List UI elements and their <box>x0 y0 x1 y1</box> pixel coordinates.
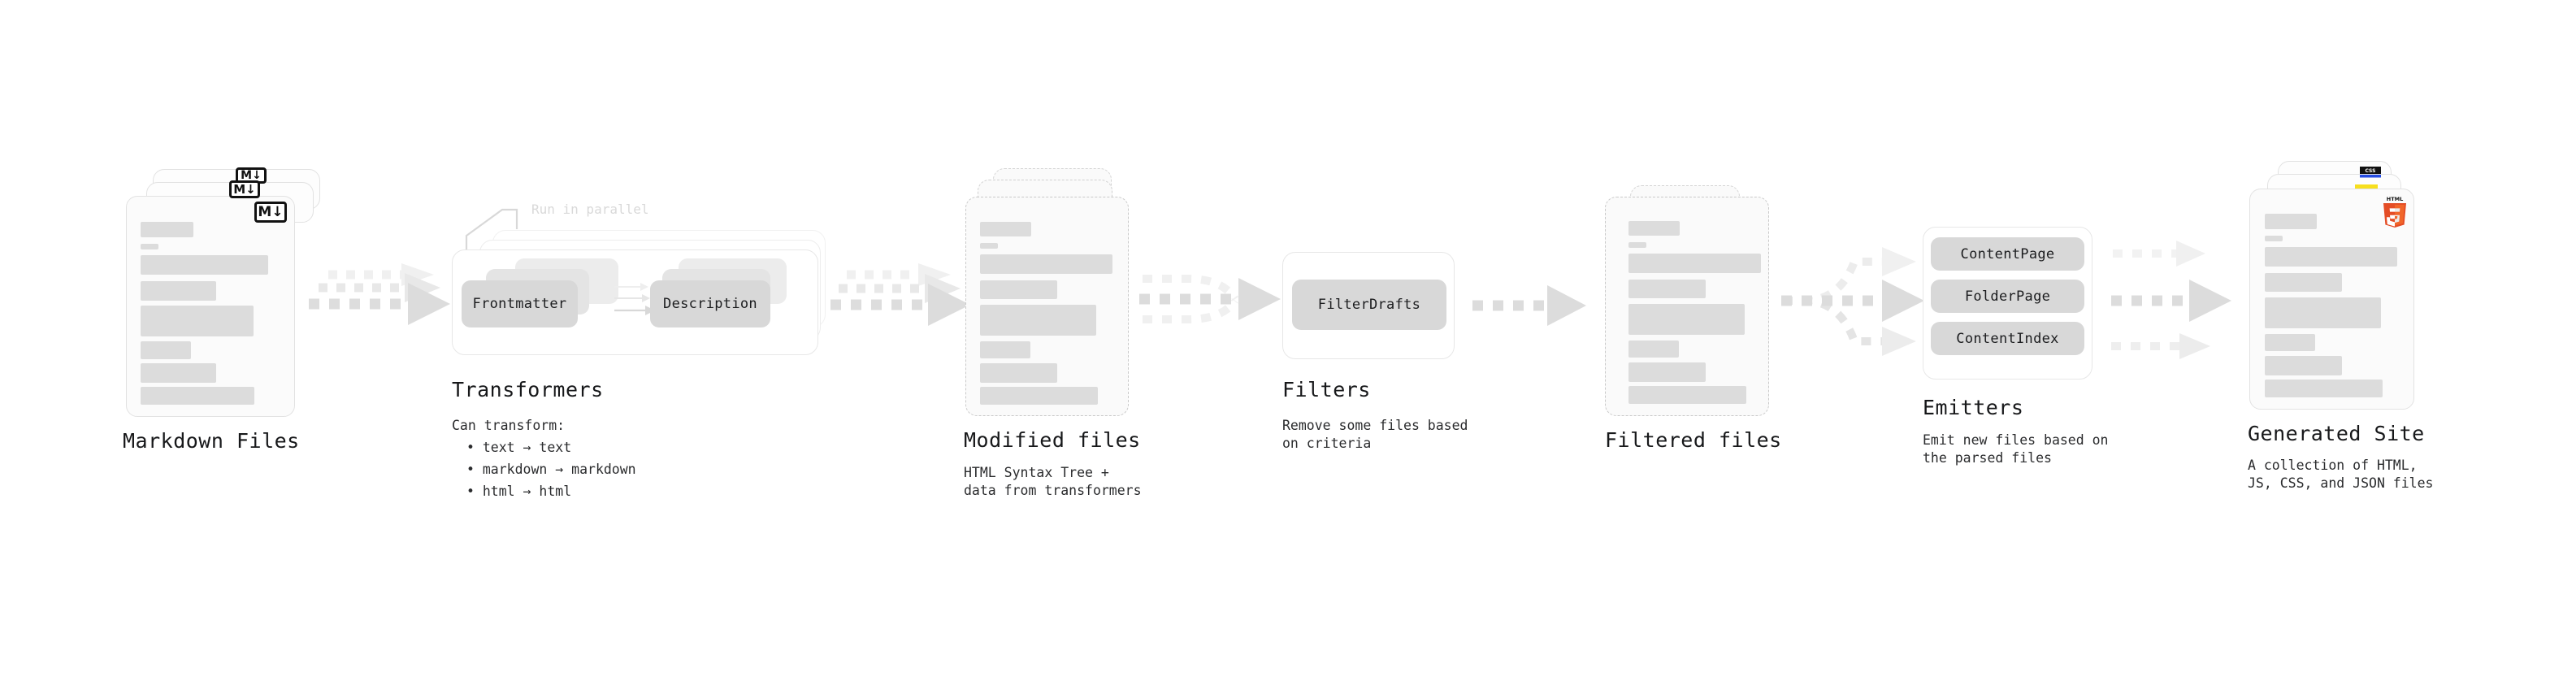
filters-description: Remove some files based on criteria <box>1282 418 1468 451</box>
skeleton-bar <box>1628 242 1646 248</box>
skeleton-bar <box>141 363 216 383</box>
skeleton-bar <box>2265 334 2315 351</box>
transformers-bullet-1: • markdown → markdown <box>466 462 636 477</box>
skeleton-bar <box>980 341 1030 358</box>
skeleton-bar <box>141 387 254 405</box>
connector-emitters-to-site <box>2111 241 2231 359</box>
skeleton-bar <box>2265 380 2383 397</box>
skeleton-bar <box>2265 247 2397 267</box>
transformers-description: Can transform: <box>452 418 566 433</box>
emitters-description: Emit new files based on the parsed files <box>1923 432 2109 466</box>
skeleton-bar <box>1628 386 1746 404</box>
stage-title-markdown-files: Markdown Files <box>123 429 300 453</box>
transformers-bullet-2: • html → html <box>466 484 572 499</box>
skeleton-bar <box>1628 221 1680 236</box>
transformer-chip-description[interactable]: Description <box>650 280 770 327</box>
skeleton-bar <box>980 280 1057 299</box>
skeleton-bar <box>980 305 1096 336</box>
connector-filters-to-filtered <box>1472 285 1586 326</box>
stage-title-transformers: Transformers <box>452 378 604 401</box>
modified-files-description: HTML Syntax Tree + data from transformer… <box>964 465 1142 498</box>
skeleton-bar <box>980 222 1031 236</box>
skeleton-bar <box>141 341 191 359</box>
skeleton-bar <box>2265 273 2342 292</box>
stage-title-filtered-files: Filtered files <box>1605 428 1782 452</box>
skeleton-bar <box>980 254 1112 274</box>
html5-icon: HTML <box>2383 196 2406 228</box>
emitter-chip-folderpage[interactable]: FolderPage <box>1931 280 2084 313</box>
run-in-parallel-bracket <box>465 208 518 262</box>
stage-title-modified-files: Modified files <box>964 428 1141 452</box>
skeleton-bar <box>1628 340 1679 358</box>
skeleton-bar <box>141 244 158 249</box>
connector-transformers-to-modified <box>830 263 970 326</box>
skeleton-bar <box>1628 304 1745 335</box>
stage-title-generated-site: Generated Site <box>2248 422 2425 445</box>
connector-md-to-transformers <box>309 263 450 325</box>
connector-filtered-to-emitters <box>1781 247 1924 356</box>
skeleton-bar <box>980 363 1057 383</box>
skeleton-bar <box>2265 214 2317 229</box>
filter-chip-filterdrafts[interactable]: FilterDrafts <box>1292 280 1446 330</box>
connector-modified-to-filters <box>1139 275 1281 323</box>
markdown-icon: M↓ <box>254 202 287 223</box>
skeleton-bar <box>980 243 998 249</box>
stage-title-filters: Filters <box>1282 378 1371 401</box>
skeleton-bar <box>2265 297 2381 328</box>
css3-icon: CSS <box>2360 167 2381 178</box>
skeleton-bar <box>1628 280 1706 298</box>
skeleton-bar <box>2265 356 2342 375</box>
skeleton-bar <box>2265 236 2283 241</box>
skeleton-bar <box>141 255 268 275</box>
skeleton-bar <box>980 387 1098 405</box>
transformers-bullet-0: • text → text <box>466 440 572 455</box>
filtered-card-front <box>1605 197 1769 416</box>
svg-text:HTML: HTML <box>2387 196 2403 202</box>
svg-text:CSS: CSS <box>2366 168 2376 174</box>
emitter-chip-contentindex[interactable]: ContentIndex <box>1931 322 2084 355</box>
skeleton-bar <box>1628 362 1706 382</box>
markdown-icon: M↓ <box>229 180 260 198</box>
modified-card-front <box>965 197 1129 416</box>
stage-title-emitters: Emitters <box>1923 396 2024 419</box>
markdown-card-front <box>126 196 295 417</box>
skeleton-bar <box>141 222 193 237</box>
site-card-front <box>2249 189 2414 410</box>
run-in-parallel-label: Run in parallel <box>531 202 649 217</box>
skeleton-bar <box>141 281 216 301</box>
generated-site-description: A collection of HTML, JS, CSS, and JSON … <box>2248 458 2434 491</box>
skeleton-bar <box>1628 254 1761 273</box>
transformer-inner-arrows <box>614 283 655 315</box>
transformer-chip-frontmatter[interactable]: Frontmatter <box>462 280 578 327</box>
emitter-chip-contentpage[interactable]: ContentPage <box>1931 237 2084 271</box>
skeleton-bar <box>141 306 254 336</box>
